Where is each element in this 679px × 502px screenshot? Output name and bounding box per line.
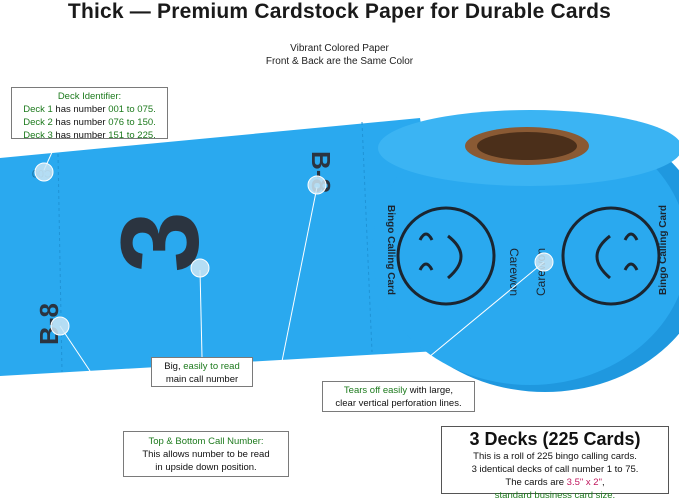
big-line-1: Big, easily to read <box>152 360 252 373</box>
perforation-line-2 <box>361 121 373 353</box>
decks-line-1: This is a roll of 225 bingo calling card… <box>473 451 637 462</box>
roll-core-hole <box>477 132 577 160</box>
side-text-left: Bingo Calling Card <box>385 205 396 295</box>
smiley-icon-2 <box>561 206 661 306</box>
deck-text: has number <box>52 117 109 128</box>
decks-line-3: The cards are 3.5" x 2", <box>442 476 668 489</box>
smiley-icon <box>396 206 496 306</box>
tears-line-1: Tears off easily with large, <box>323 384 474 397</box>
side-text-right: Bingo Calling Card <box>658 205 669 295</box>
deck-line-3: Deck 3 has number 151 to 225. <box>12 129 167 142</box>
subtitle-line-1: Vibrant Colored Paper <box>290 43 389 54</box>
deck-label: Deck 1 <box>23 104 53 115</box>
top-bottom-line-2: in upside down position. <box>155 462 257 473</box>
top-bottom-line-1: This allows number to be read <box>142 449 270 460</box>
leader-lines <box>43 138 545 432</box>
top-bottom-heading: Top & Bottom Call Number: <box>148 436 264 447</box>
deck-range: 001 to 075. <box>108 104 156 115</box>
decks-summary-box: 3 Decks (225 Cards) This is a roll of 22… <box>441 426 669 501</box>
decks-size-pre: The cards are <box>505 477 567 488</box>
deck-range: 151 to 225. <box>108 130 156 141</box>
tears-line-2: clear vertical perforation lines. <box>335 398 462 409</box>
deck-text: has number <box>52 104 109 115</box>
brand-text-left: Carewon <box>507 248 521 296</box>
decks-title: 3 Decks (225 Cards) <box>469 429 641 449</box>
deck-heading: Deck Identifier: <box>57 91 122 102</box>
big-highlight: easily to read <box>183 361 240 372</box>
roll-face <box>372 115 679 385</box>
decks-line-4: standard business card size. <box>494 490 616 501</box>
deck-label: Deck 3 <box>23 130 53 141</box>
decks-size-post: , <box>601 477 605 488</box>
top-bottom-callout: Top & Bottom Call Number: This allows nu… <box>123 431 289 477</box>
callout-markers <box>34 162 554 336</box>
decks-line-2: 3 identical decks of call number 1 to 75… <box>471 464 639 475</box>
tears-highlight: Tears off easily <box>343 385 408 396</box>
big-line-2: main call number <box>165 374 239 385</box>
big-lead: Big, <box>164 361 184 372</box>
deck-range: 076 to 150. <box>108 117 156 128</box>
big-number-callout: Big, easily to read main call number <box>151 357 253 387</box>
paper-strip <box>0 118 455 376</box>
subtitle-line-2: Front & Back are the Same Color <box>265 56 414 67</box>
page-title: Thick — Premium Cardstock Paper for Dura… <box>67 0 612 23</box>
deck-text: has number <box>52 130 109 141</box>
deck-line-2: Deck 2 has number 076 to 150. <box>12 116 167 129</box>
deck-identifier-callout: Deck Identifier: Deck 1 has number 001 t… <box>11 87 168 142</box>
deck-label: Deck 2 <box>23 117 53 128</box>
perforation-line <box>57 153 63 373</box>
deck-line-1: Deck 1 has number 001 to 075. <box>12 103 167 116</box>
decks-size: 3.5" x 2" <box>566 477 602 488</box>
tears-off-callout: Tears off easily with large, clear verti… <box>322 381 475 412</box>
tears-rest: with large, <box>407 385 454 396</box>
